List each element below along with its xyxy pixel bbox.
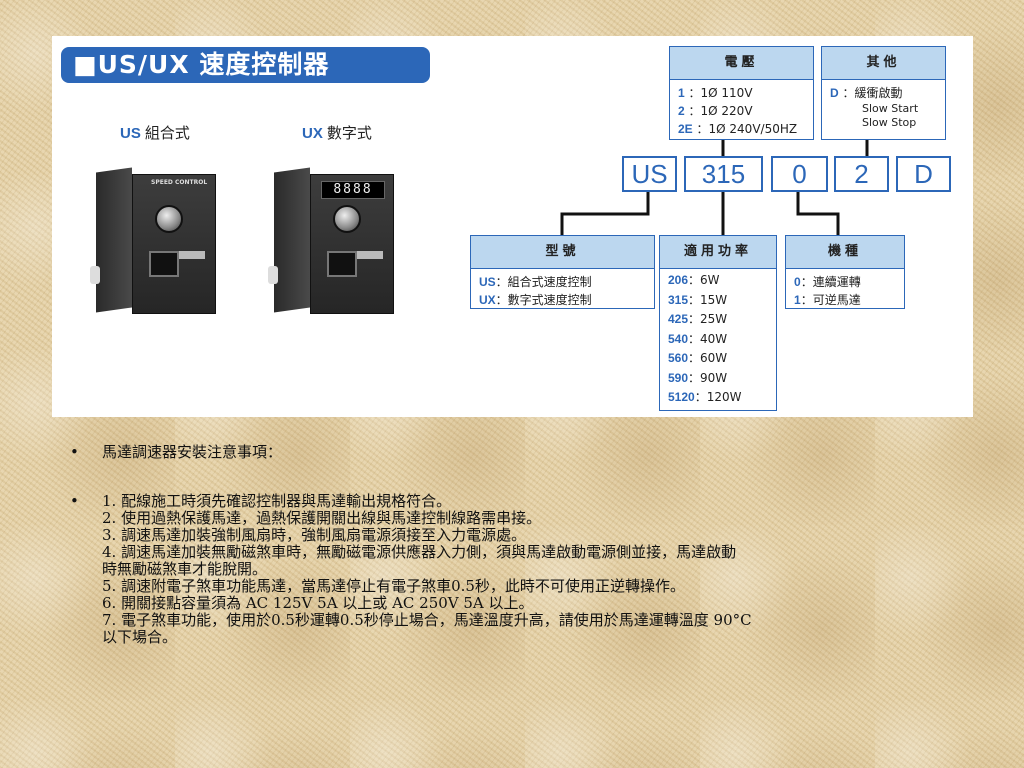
speed-knob-icon <box>333 205 361 233</box>
speed-control-label: SPEED CONTROL <box>151 179 208 186</box>
figure-title: ■US/UX 速度控制器 <box>61 47 430 83</box>
power-row: 590：90W <box>668 370 728 385</box>
notes-list-row: • 1. 配線施工時須先確認控制器與馬達輸出規格符合。 2. 使用過熱保護馬達，… <box>70 493 970 646</box>
power-switch-icon <box>149 251 179 277</box>
slow-start-text: Slow Start <box>862 102 919 115</box>
code-box-machine: 0 <box>771 156 828 192</box>
note-line: 7. 電子煞車功能，使用於0.5秒運轉0.5秒停止場合，馬達溫度升高，請使用於馬… <box>102 611 752 629</box>
power-row: 315：15W <box>668 292 728 307</box>
power-row: 425：25W <box>668 312 728 326</box>
other-spec-box: 其他 D ：緩衝啟動 Slow Start Slow Stop <box>821 46 946 140</box>
installation-notes: • 馬達調速器安裝注意事項： • 1. 配線施工時須先確認控制器與馬達輸出規格符… <box>70 444 970 646</box>
code-box-power: 315 <box>684 156 763 192</box>
voltage-row: 1 ：1Ø 110V <box>678 86 753 100</box>
variant-code: UX <box>302 125 323 142</box>
bullet-icon: • <box>70 492 79 510</box>
digital-display: 8888 <box>321 181 385 199</box>
voltage-row: 2 ：1Ø 220V <box>678 104 753 118</box>
bullet-icon: • <box>70 443 79 461</box>
voltage-row: 2E ：1Ø 240V/50HZ <box>678 122 798 136</box>
power-switch-icon <box>327 251 357 277</box>
code-box-other: D <box>896 156 951 192</box>
note-line: 3. 調速馬達加裝強制風扇時，強制風扇電源須接至入力電源處。 <box>102 526 527 544</box>
variant-text: 組合式 <box>144 124 190 142</box>
connector-lines <box>560 137 869 235</box>
speed-knob-icon <box>155 205 183 233</box>
note-line: 6. 開關接點容量須為 AC 125V 5A 以上或 AC 250V 5A 以上… <box>102 594 534 612</box>
variant-text: 數字式 <box>326 124 372 142</box>
other-row: D ：緩衝啟動 <box>830 86 903 100</box>
model-spec-box: 型號 US：組合式速度控制 UX：數字式速度控制 <box>470 235 655 309</box>
voltage-spec-box: 電壓 1 ：1Ø 110V 2 ：1Ø 220V 2E ：1Ø 240V/50H… <box>669 46 814 140</box>
ux-controller-image: 8888 <box>268 156 404 316</box>
power-row: 206：6W <box>668 273 720 287</box>
note-line: 以下場合。 <box>102 628 178 646</box>
power-row: 560：60W <box>668 351 728 365</box>
variant-code: US <box>120 125 141 142</box>
note-line: 2. 使用過熱保護馬達，過熱保護開關出線與馬達控制線路需串接。 <box>102 509 542 527</box>
note-line: 1. 配線施工時須先確認控制器與馬達輸出規格符合。 <box>102 492 452 510</box>
us-controller-image: SPEED CONTROL <box>90 156 226 316</box>
power-header: 適用功率 <box>660 236 776 269</box>
model-header: 型號 <box>471 236 654 269</box>
code-box-model: US <box>622 156 677 192</box>
model-row: UX：數字式速度控制 <box>479 293 592 307</box>
machine-row: 0：連續運轉 <box>794 275 861 289</box>
model-row: US：組合式速度控制 <box>479 275 592 289</box>
notes-heading-row: • 馬達調速器安裝注意事項： <box>70 444 970 461</box>
code-box-voltage: 2 <box>834 156 889 192</box>
power-spec-box: 適用功率 206：6W 315：15W 425：25W 540：40W 560：… <box>659 235 777 411</box>
notes-heading: 馬達調速器安裝注意事項： <box>102 443 283 461</box>
power-row: 540：40W <box>668 331 728 346</box>
slow-stop-text: Slow Stop <box>862 116 917 129</box>
voltage-header: 電壓 <box>670 47 813 80</box>
machine-row: 1：可逆馬達 <box>794 293 861 307</box>
other-header: 其他 <box>822 47 945 80</box>
power-row: 5120：120W <box>668 390 742 404</box>
machine-header: 機種 <box>786 236 904 269</box>
note-line: 5. 調速附電子煞車功能馬達，當馬達停止有電子煞車0.5秒，此時不可使用正逆轉操… <box>102 577 685 595</box>
machine-spec-box: 機種 0：連續運轉 1：可逆馬達 <box>785 235 905 309</box>
note-line: 時無勵磁煞車才能脫開。 <box>102 560 268 578</box>
note-line: 4. 調速馬達加裝無勵磁煞車時，無勵磁電源供應器入力側，須與馬達啟動電源側並接，… <box>102 543 737 561</box>
